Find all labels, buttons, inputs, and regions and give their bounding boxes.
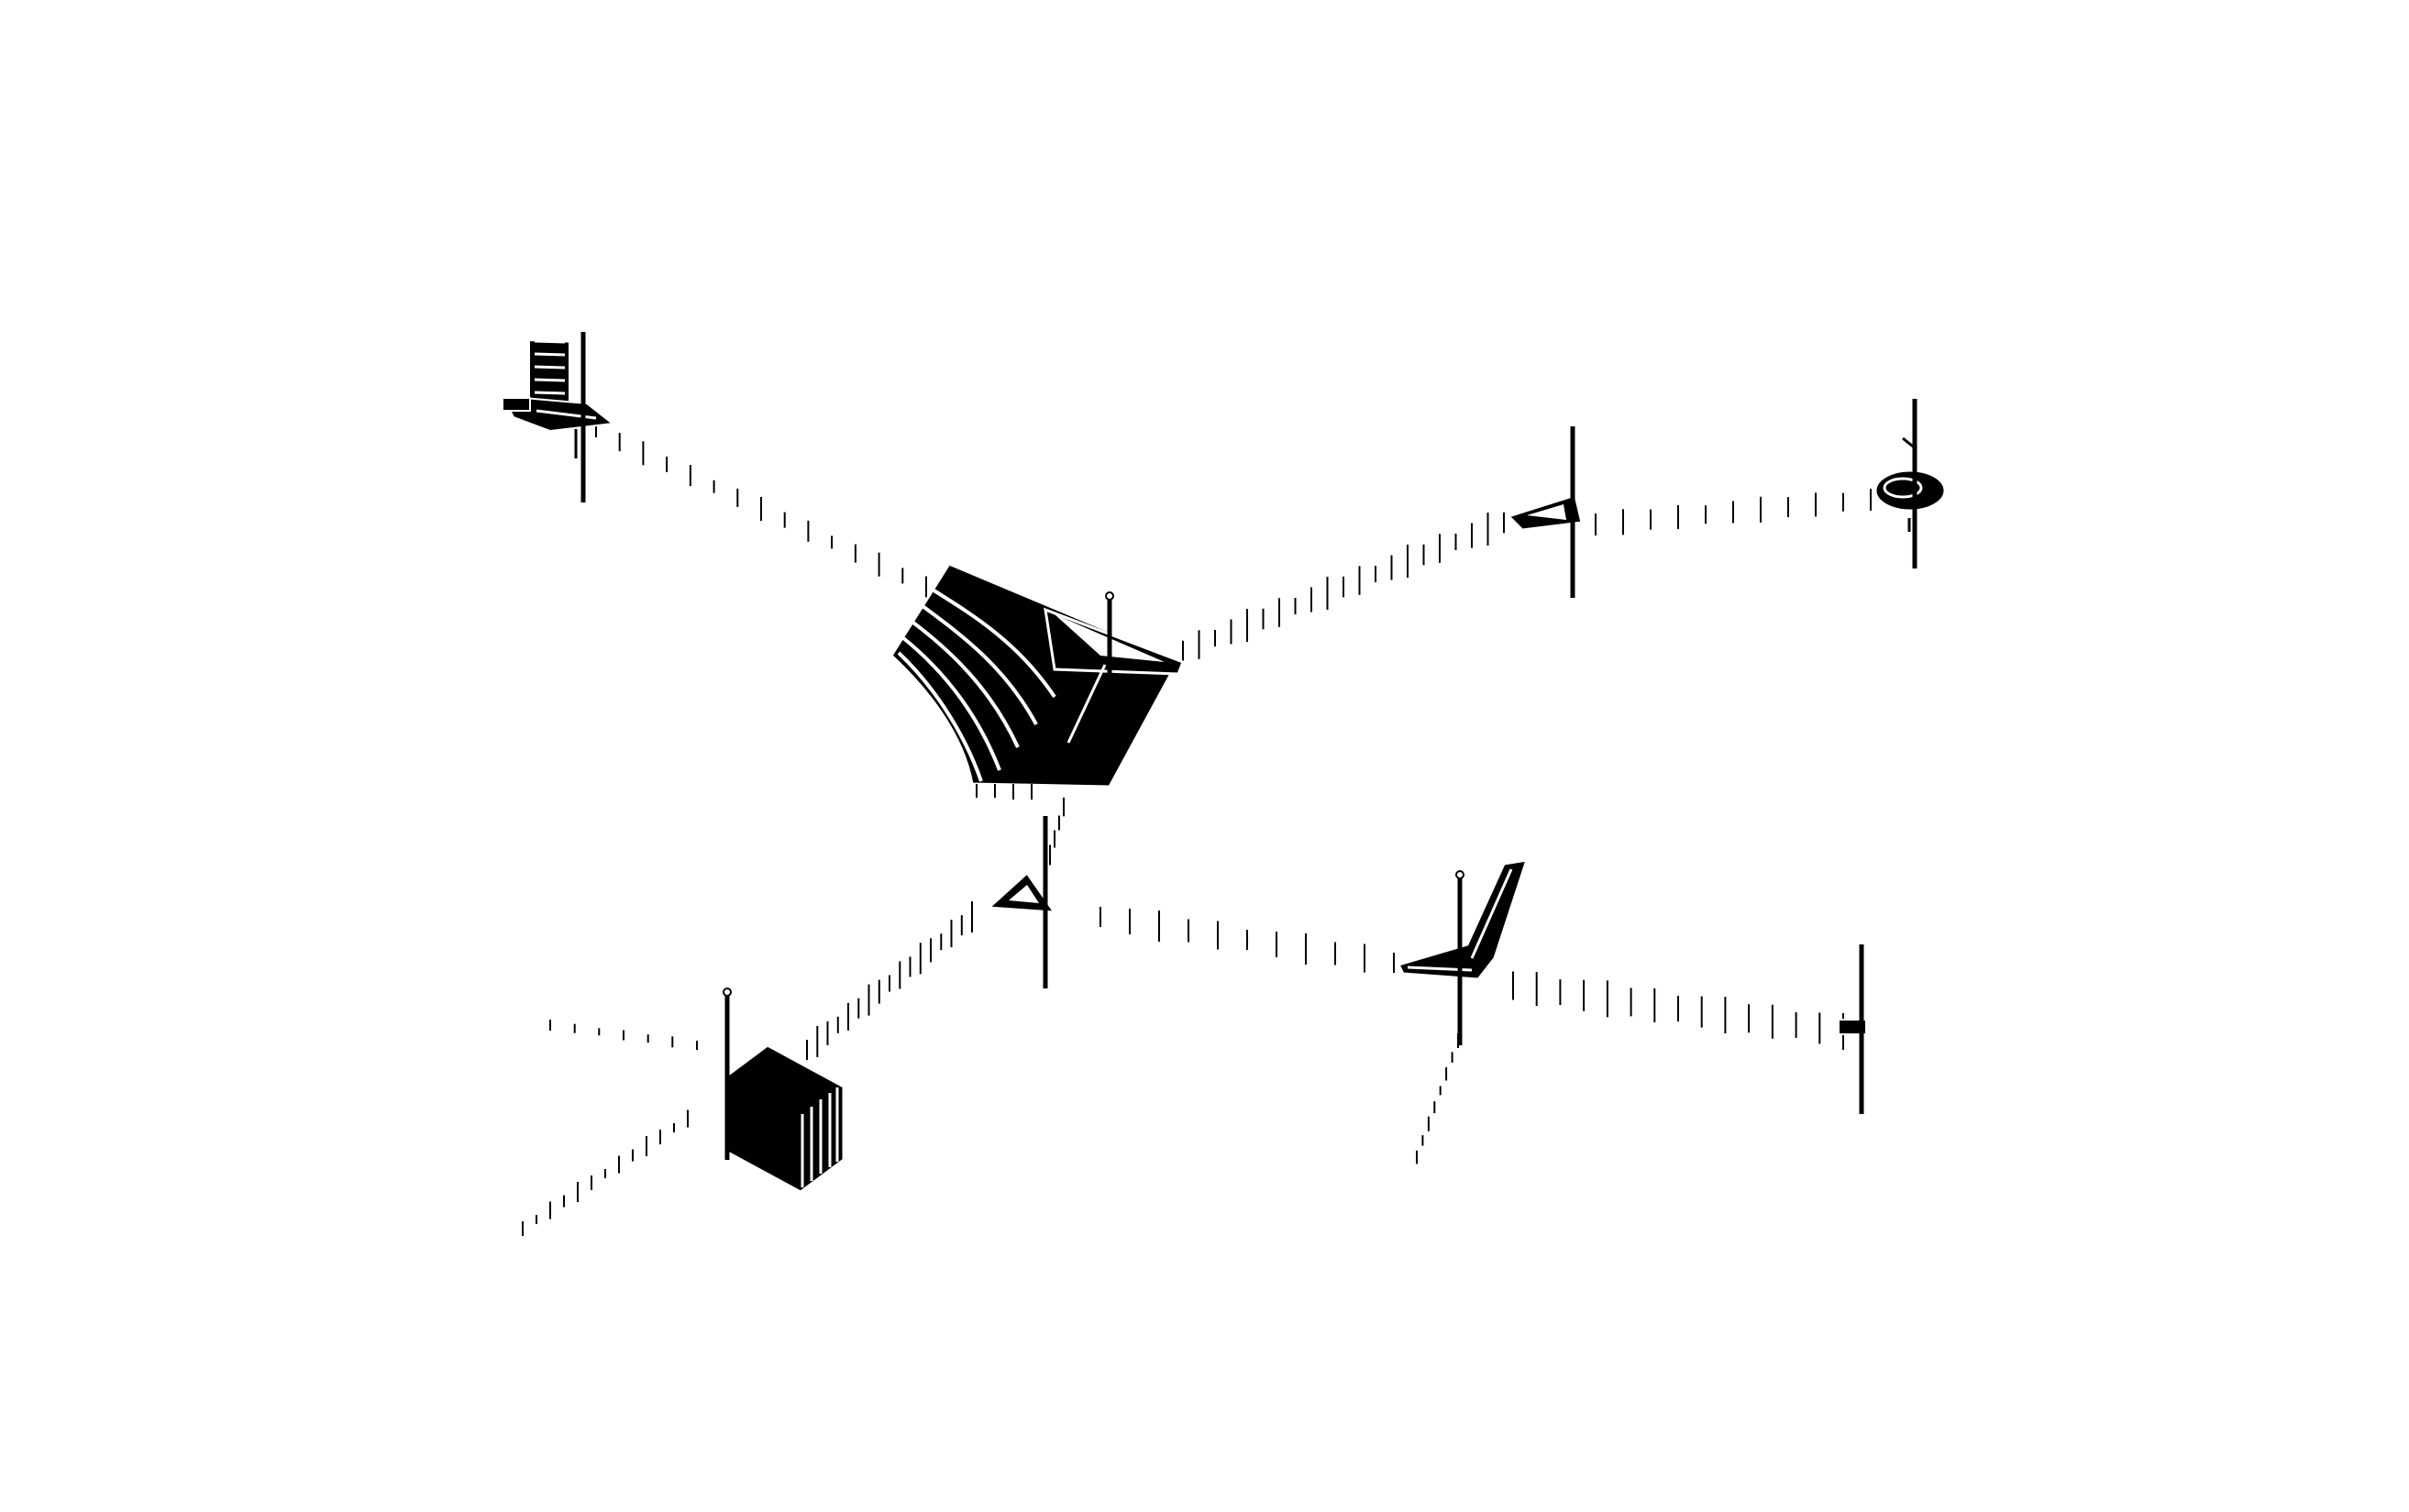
small-triangle-table: [985, 816, 1058, 988]
small-pole-seat: [1838, 944, 1867, 1114]
slatted-block-seat: [723, 988, 845, 1194]
slatted-lounge-chair: [501, 332, 615, 502]
stepped-amphitheater-seating: [890, 562, 1185, 800]
round-table: [1873, 399, 1947, 568]
dashed-path-lines: [522, 425, 1872, 1236]
triangular-bench: [1506, 426, 1584, 598]
l-shaped-bench: [1396, 858, 1530, 1045]
